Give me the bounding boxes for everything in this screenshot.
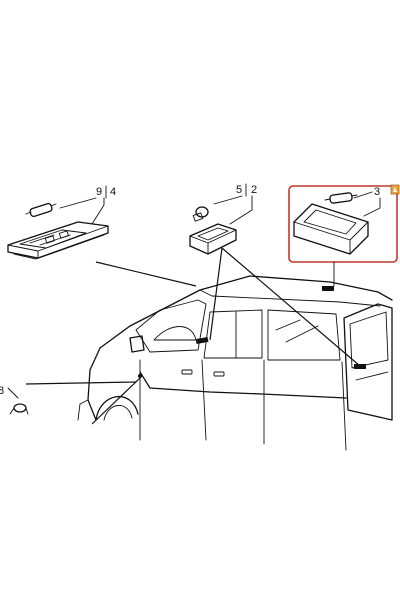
leader-5 [213, 195, 243, 205]
door-handle [213, 371, 225, 377]
leader-3-bulb [353, 191, 373, 199]
lamp-location-door [138, 374, 142, 378]
rear-tailgate [343, 303, 393, 421]
highlight-box [288, 185, 398, 263]
callout-8: 8 [0, 385, 4, 397]
windshield [135, 299, 207, 353]
van-roof-line [129, 275, 393, 327]
leader-8-door [91, 377, 141, 425]
dome-lamp-housing-icon [7, 221, 109, 260]
leader-left-to-roof [95, 261, 197, 287]
switch-icon [9, 403, 29, 415]
lamp-assembly-center: 5 2 [189, 183, 257, 255]
part-8-group: 8 [0, 385, 29, 415]
lamp-location-front [195, 336, 209, 344]
festoon-bulb-icon [25, 202, 57, 218]
courtesy-lamp-housing-icon [189, 223, 237, 255]
leader-4 [91, 197, 105, 225]
leader-2 [229, 195, 253, 225]
callout-9: 9 [96, 186, 102, 198]
callout-4: 4 [110, 186, 116, 198]
lamp-location-rear [354, 364, 366, 369]
steering-wheel [153, 326, 197, 341]
side-window [267, 309, 341, 361]
highlighted-part-group: 3 [288, 184, 400, 287]
callout-3: 3 [374, 186, 380, 198]
callout-5: 5 [236, 184, 242, 196]
warning-badge-icon [390, 184, 400, 195]
leader-lines [25, 247, 361, 425]
leader-3-lamp [363, 197, 381, 217]
luggage-lamp-housing-icon [293, 203, 369, 255]
leader-8-short [7, 387, 19, 399]
door-handle [181, 369, 193, 375]
van-illustration [77, 275, 393, 451]
leader-center-to-door [209, 247, 223, 341]
leader-8 [25, 381, 137, 385]
lamp-assembly-left: 9 4 [7, 185, 116, 260]
lamp-location-roof-rear [322, 286, 334, 291]
side-mirror [129, 335, 145, 353]
callout-2: 2 [251, 184, 257, 196]
wedge-bulb-icon [192, 206, 209, 222]
front-door-window [203, 309, 263, 359]
leader-9 [59, 197, 97, 209]
festoon-bulb-icon [324, 192, 358, 204]
front-wheel-arch [95, 396, 139, 421]
belt-line [139, 371, 347, 399]
leader-center-to-rear [221, 247, 361, 367]
